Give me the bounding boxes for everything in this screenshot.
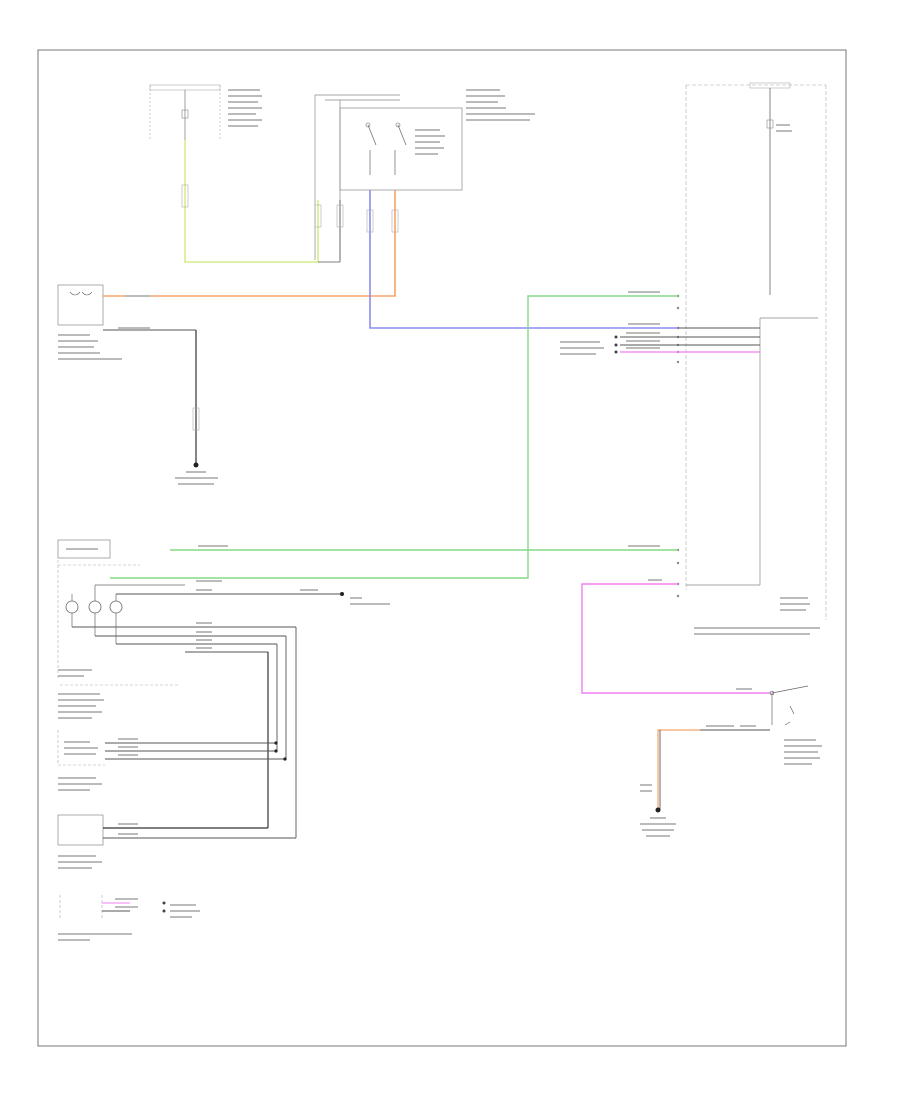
washer-sensor bbox=[57, 284, 122, 360]
wire-blue bbox=[369, 190, 678, 329]
fuse-block-right bbox=[685, 82, 827, 620]
switch-cluster bbox=[57, 539, 390, 719]
vertical-bus bbox=[267, 627, 297, 838]
bottom-connector bbox=[58, 895, 200, 941]
ground-left bbox=[175, 330, 218, 485]
wire-pink bbox=[581, 583, 770, 694]
right-switch-panel bbox=[57, 814, 296, 869]
fuse-block-left bbox=[149, 84, 262, 140]
switch-module-top bbox=[314, 89, 535, 260]
wire-green-top bbox=[110, 295, 678, 579]
central-module bbox=[676, 294, 820, 635]
right-switch bbox=[700, 685, 822, 765]
diagram-frame bbox=[37, 49, 847, 1047]
wire-orange bbox=[103, 190, 396, 297]
ground-right bbox=[640, 729, 700, 837]
left-switch-panel bbox=[57, 730, 287, 791]
wire-yellow-green bbox=[184, 140, 319, 263]
